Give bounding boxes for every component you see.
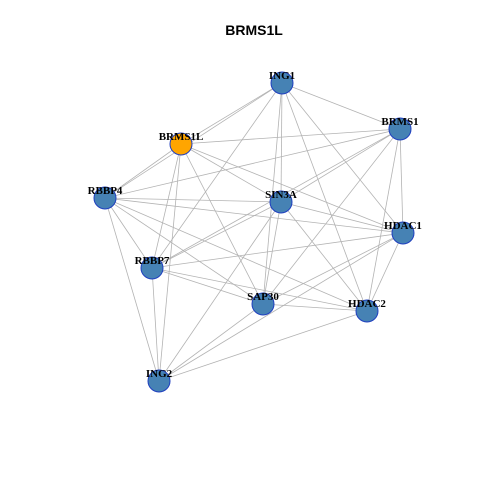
edge-rbbp7-ing2 — [151, 267, 160, 382]
node-hdac1: HDAC1 — [384, 220, 422, 245]
node-circle-sap30 — [251, 292, 275, 316]
node-ing2: ING2 — [146, 368, 173, 393]
edge-brms1l-sap30 — [180, 143, 264, 305]
edge-rbbp7-hdac2 — [151, 267, 368, 312]
edge-ing1-brms1 — [281, 82, 401, 130]
edge-rbbp7-sap30 — [151, 267, 264, 305]
edge-brms1-sin3a — [280, 128, 401, 203]
edge-brms1l-rbbp7 — [151, 143, 182, 269]
edge-hdac1-rbbp7 — [151, 232, 404, 269]
edge-brms1-hdac2 — [366, 128, 401, 312]
node-rbbp7: RBBP7 — [135, 255, 170, 280]
edge-brms1l-sin3a — [180, 143, 282, 203]
node-circle-ing2 — [147, 369, 171, 393]
node-brms1: BRMS1 — [381, 116, 419, 141]
edge-sap30-ing2 — [158, 303, 264, 382]
edge-sin3a-ing2 — [158, 201, 282, 382]
edge-hdac1-hdac2 — [366, 232, 404, 312]
node-brms1l: BRMS1L — [159, 131, 204, 156]
edge-hdac2-ing2 — [158, 310, 368, 382]
edge-sap30-hdac2 — [262, 303, 368, 312]
edge-ing1-sin3a — [280, 82, 283, 203]
edge-sin3a-sap30 — [262, 201, 282, 305]
node-label-hdac2: HDAC2 — [348, 298, 386, 310]
edge-brms1-sap30 — [262, 128, 401, 305]
node-label-brms1: BRMS1 — [381, 116, 418, 128]
node-circle-hdac2 — [355, 299, 379, 323]
edge-ing1-rbbp4 — [104, 82, 283, 199]
edge-brms1-rbbp4 — [104, 128, 401, 199]
node-label-rbbp7: RBBP7 — [135, 255, 170, 267]
edge-hdac1-sap30 — [262, 232, 404, 305]
node-ing1: ING1 — [269, 70, 295, 95]
edge-ing1-brms1l — [180, 82, 283, 145]
edge-ing1-rbbp7 — [151, 82, 283, 269]
edge-rbbp4-ing2 — [104, 197, 160, 382]
node-label-ing1: ING1 — [269, 70, 295, 82]
edge-rbbp4-hdac2 — [104, 197, 368, 312]
node-circle-ing1 — [270, 71, 294, 95]
node-circle-sin3a — [269, 190, 293, 214]
node-circle-rbbp7 — [140, 256, 164, 280]
edge-brms1-hdac1 — [399, 128, 404, 234]
node-label-sin3a: SIN3A — [265, 189, 297, 201]
node-label-rbbp4: RBBP4 — [88, 185, 123, 197]
node-label-sap30: SAP30 — [247, 291, 279, 303]
edge-brms1-brms1l — [180, 128, 401, 145]
node-sin3a: SIN3A — [265, 189, 297, 214]
node-circle-brms1l — [169, 132, 193, 156]
node-label-ing2: ING2 — [146, 368, 173, 380]
edge-rbbp4-sap30 — [104, 197, 264, 305]
node-sap30: SAP30 — [247, 291, 279, 316]
edge-brms1l-rbbp4 — [104, 143, 182, 199]
edge-rbbp4-sin3a — [104, 197, 282, 203]
diagram-title: BRMS1L — [225, 22, 283, 38]
edge-sin3a-hdac1 — [280, 201, 404, 234]
node-label-brms1l: BRMS1L — [159, 131, 204, 143]
edge-sin3a-rbbp7 — [151, 201, 282, 269]
edge-sin3a-hdac2 — [280, 201, 368, 312]
node-hdac2: HDAC2 — [348, 298, 386, 323]
edge-brms1l-ing2 — [158, 143, 182, 382]
edge-ing1-hdac1 — [281, 82, 404, 234]
node-label-hdac1: HDAC1 — [384, 220, 422, 232]
edge-rbbp4-rbbp7 — [104, 197, 153, 269]
node-circle-hdac1 — [391, 221, 415, 245]
edge-brms1l-hdac1 — [180, 143, 404, 234]
node-rbbp4: RBBP4 — [88, 185, 123, 210]
edge-ing1-hdac2 — [281, 82, 368, 312]
node-circle-rbbp4 — [93, 186, 117, 210]
edges-layer — [104, 82, 404, 382]
node-circle-brms1 — [388, 117, 412, 141]
edge-hdac1-ing2 — [158, 232, 404, 382]
